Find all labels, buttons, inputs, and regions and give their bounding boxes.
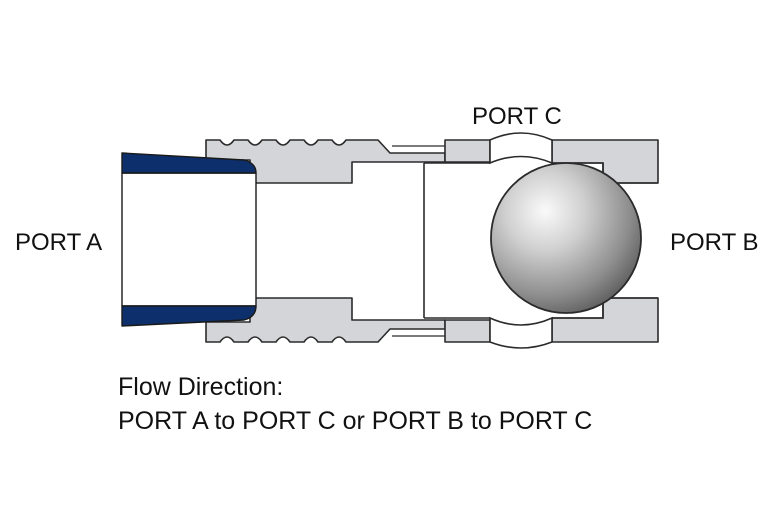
tube-top-wall	[121, 152, 257, 174]
caption-detail: PORT A to PORT C or PORT B to PORT C	[118, 407, 593, 435]
caption-title: Flow Direction:	[118, 373, 284, 401]
coupling-bottom-wall	[205, 297, 446, 343]
tube-insert	[121, 152, 257, 327]
flow-direction-caption: Flow Direction: PORT A to PORT C or PORT…	[118, 370, 592, 438]
coupling-top-wall	[205, 139, 446, 184]
port-c-label: PORT C	[472, 103, 562, 130]
tube-bottom-wall	[121, 305, 257, 327]
threaded-coupling	[205, 139, 446, 343]
check-ball	[490, 162, 642, 314]
body-bottom-left	[444, 319, 491, 343]
body-top-left	[444, 139, 491, 163]
port-a-label: PORT A	[15, 229, 102, 256]
port-b-label: PORT B	[670, 229, 758, 256]
